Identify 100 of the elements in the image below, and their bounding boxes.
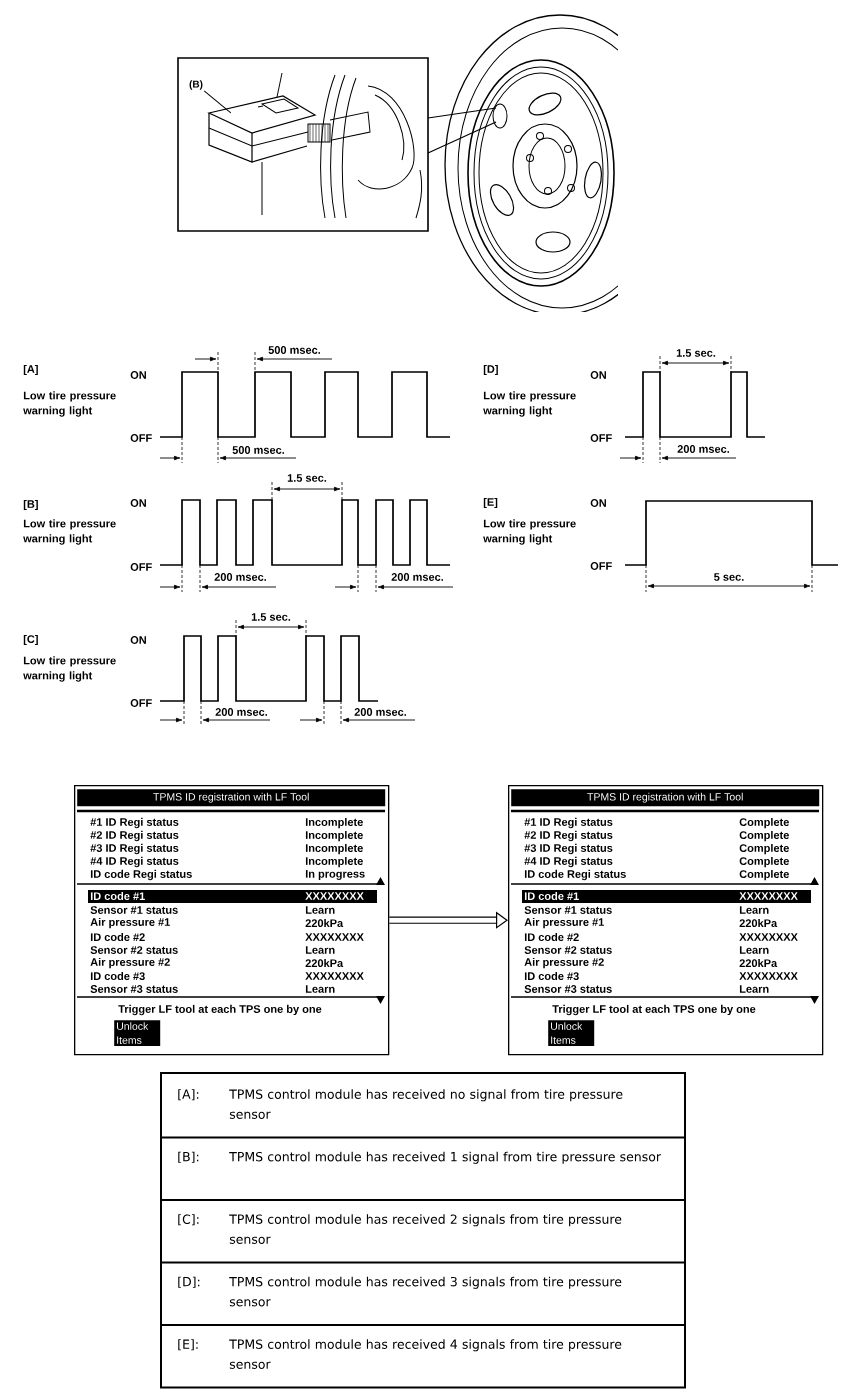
- field-label: #4 ID Regi status: [90, 856, 179, 868]
- instruction-text: Trigger LF tool at each TPS one by one: [118, 1004, 322, 1016]
- field-value: Learn: [305, 906, 335, 914]
- dimension-label: 500 msec.: [232, 446, 284, 454]
- row-key: [B]:: [178, 1151, 199, 1163]
- field-value: Complete: [739, 843, 789, 855]
- field-value: Learn: [305, 985, 335, 993]
- node-label: ID code #1: [90, 891, 145, 901]
- unlock-button: Unlock Items: [114, 1020, 161, 1046]
- field-label: ID code Regi status: [524, 869, 626, 881]
- unlock-button: Unlock Items: [548, 1020, 595, 1046]
- row-description: TPMS control module has received 4 signals from tire pressure sensor: [229, 1339, 622, 1369]
- field-value: 220kPa: [305, 918, 344, 928]
- leader-line: [203, 90, 232, 114]
- panel-letter: [E]: [483, 497, 498, 509]
- dimension-label: 200 msec.: [391, 573, 443, 581]
- dimension-label: 1.5 sec.: [251, 613, 291, 621]
- row-description: TPMS control module has received 3 signals from tire pressure sensor: [229, 1276, 622, 1307]
- field-value: Complete: [739, 817, 789, 829]
- field-label: #3 ID Regi status: [90, 843, 179, 855]
- signal-name: Low tire pressure warning light: [483, 391, 576, 417]
- state-label: ON: [130, 371, 146, 379]
- dimension-label: 200 msec.: [354, 708, 406, 716]
- field-label: ID code #2: [90, 932, 145, 942]
- state-label: OFF: [590, 434, 612, 442]
- callout-letter: (B): [189, 80, 203, 90]
- field-value: XXXXXXXX: [305, 933, 364, 941]
- row-key: [D]:: [178, 1276, 200, 1288]
- dimension-label: 200 msec.: [214, 573, 266, 581]
- field-value: Learn: [739, 946, 769, 954]
- state-label: OFF: [590, 562, 612, 570]
- panel-letter: [A]: [23, 364, 38, 376]
- field-label: Sensor #2 status: [90, 946, 178, 954]
- field-label: #2 ID Regi status: [524, 830, 613, 842]
- panel-letter: [D]: [483, 364, 498, 376]
- field-label: Sensor #2 status: [524, 946, 612, 954]
- signal-name: Low tire pressure warning light: [23, 519, 116, 545]
- field-value: Learn: [305, 946, 335, 954]
- dimension-label: 1.5 sec.: [676, 349, 716, 357]
- hollow-arrow: [389, 911, 508, 929]
- field-label: ID code #2: [524, 932, 579, 942]
- field-value: XXXXXXXX: [739, 972, 798, 980]
- state-label: ON: [590, 499, 606, 507]
- panel-letter: [C]: [23, 634, 38, 646]
- row-description: TPMS control module has received 1 signal from tire pressure sensor: [229, 1151, 662, 1164]
- field-label: #4 ID Regi status: [524, 856, 613, 868]
- dimension-label: 500 msec.: [268, 346, 320, 354]
- field-value: 220kPa: [739, 918, 778, 928]
- field-value: 220kPa: [305, 959, 344, 968]
- field-value: Incomplete: [305, 830, 363, 842]
- node-label: XXXXXXXX: [739, 892, 798, 900]
- node-label: XXXXXXXX: [305, 892, 364, 900]
- dimension-label: 200 msec.: [677, 445, 729, 453]
- row-key: [A]:: [178, 1089, 199, 1101]
- instruction-text: Trigger LF tool at each TPS one by one: [552, 1004, 756, 1016]
- state-label: ON: [590, 371, 606, 379]
- title-bar: TPMS ID registration with LF Tool: [511, 789, 820, 807]
- selected-row: ID code #1 XXXXXXXX: [522, 890, 811, 903]
- row-description: TPMS control module has received 2 signals from tire pressure sensor: [229, 1214, 622, 1244]
- state-label: OFF: [130, 434, 152, 442]
- dimension-label: 1.5 sec.: [287, 474, 327, 482]
- state-label: ON: [130, 636, 146, 644]
- panel-letter: [B]: [23, 499, 38, 511]
- field-value: In progress: [305, 870, 365, 880]
- signal-name: Low tire pressure warning light: [23, 391, 116, 417]
- field-label: #1 ID Regi status: [90, 817, 179, 829]
- field-label: #1 ID Regi status: [524, 817, 613, 829]
- field-label: Air pressure #2: [524, 957, 604, 969]
- signal-name: Low tire pressure warning light: [23, 656, 116, 682]
- field-value: Complete: [739, 830, 789, 842]
- field-label: Sensor #1 status: [90, 906, 178, 914]
- row-description: TPMS control module has received no signal from tire pressure sensor: [229, 1089, 623, 1119]
- field-label: ID code #3: [90, 971, 145, 981]
- field-label: Air pressure #1: [90, 917, 170, 929]
- field-label: #2 ID Regi status: [90, 830, 179, 842]
- field-value: Incomplete: [305, 817, 363, 829]
- field-value: Complete: [739, 856, 789, 868]
- field-value: 220kPa: [739, 959, 778, 968]
- dimension-label: 5 sec.: [714, 573, 744, 581]
- field-value: Incomplete: [305, 856, 363, 868]
- selected-row: ID code #1 XXXXXXXX: [88, 890, 377, 903]
- signal-name: Low tire pressure warning light: [483, 519, 576, 545]
- state-label: ON: [130, 499, 146, 507]
- field-value: Learn: [739, 906, 769, 914]
- field-label: Air pressure #2: [90, 957, 170, 969]
- node-label: ID code #1: [524, 891, 579, 901]
- field-value: Complete: [739, 869, 789, 881]
- field-value: XXXXXXXX: [739, 933, 798, 941]
- field-label: ID code Regi status: [90, 869, 192, 881]
- dimension-label: 200 msec.: [215, 708, 267, 716]
- field-label: #3 ID Regi status: [524, 843, 613, 855]
- field-label: ID code #3: [524, 971, 579, 981]
- field-label: Sensor #1 status: [524, 906, 612, 914]
- row-key: [E]:: [178, 1339, 198, 1351]
- field-value: Learn: [739, 985, 769, 993]
- state-label: OFF: [130, 563, 152, 571]
- row-key: [C]:: [178, 1214, 199, 1226]
- field-label: Sensor #3 status: [524, 985, 612, 993]
- field-label: Sensor #3 status: [90, 985, 178, 993]
- field-label: Air pressure #1: [524, 917, 604, 929]
